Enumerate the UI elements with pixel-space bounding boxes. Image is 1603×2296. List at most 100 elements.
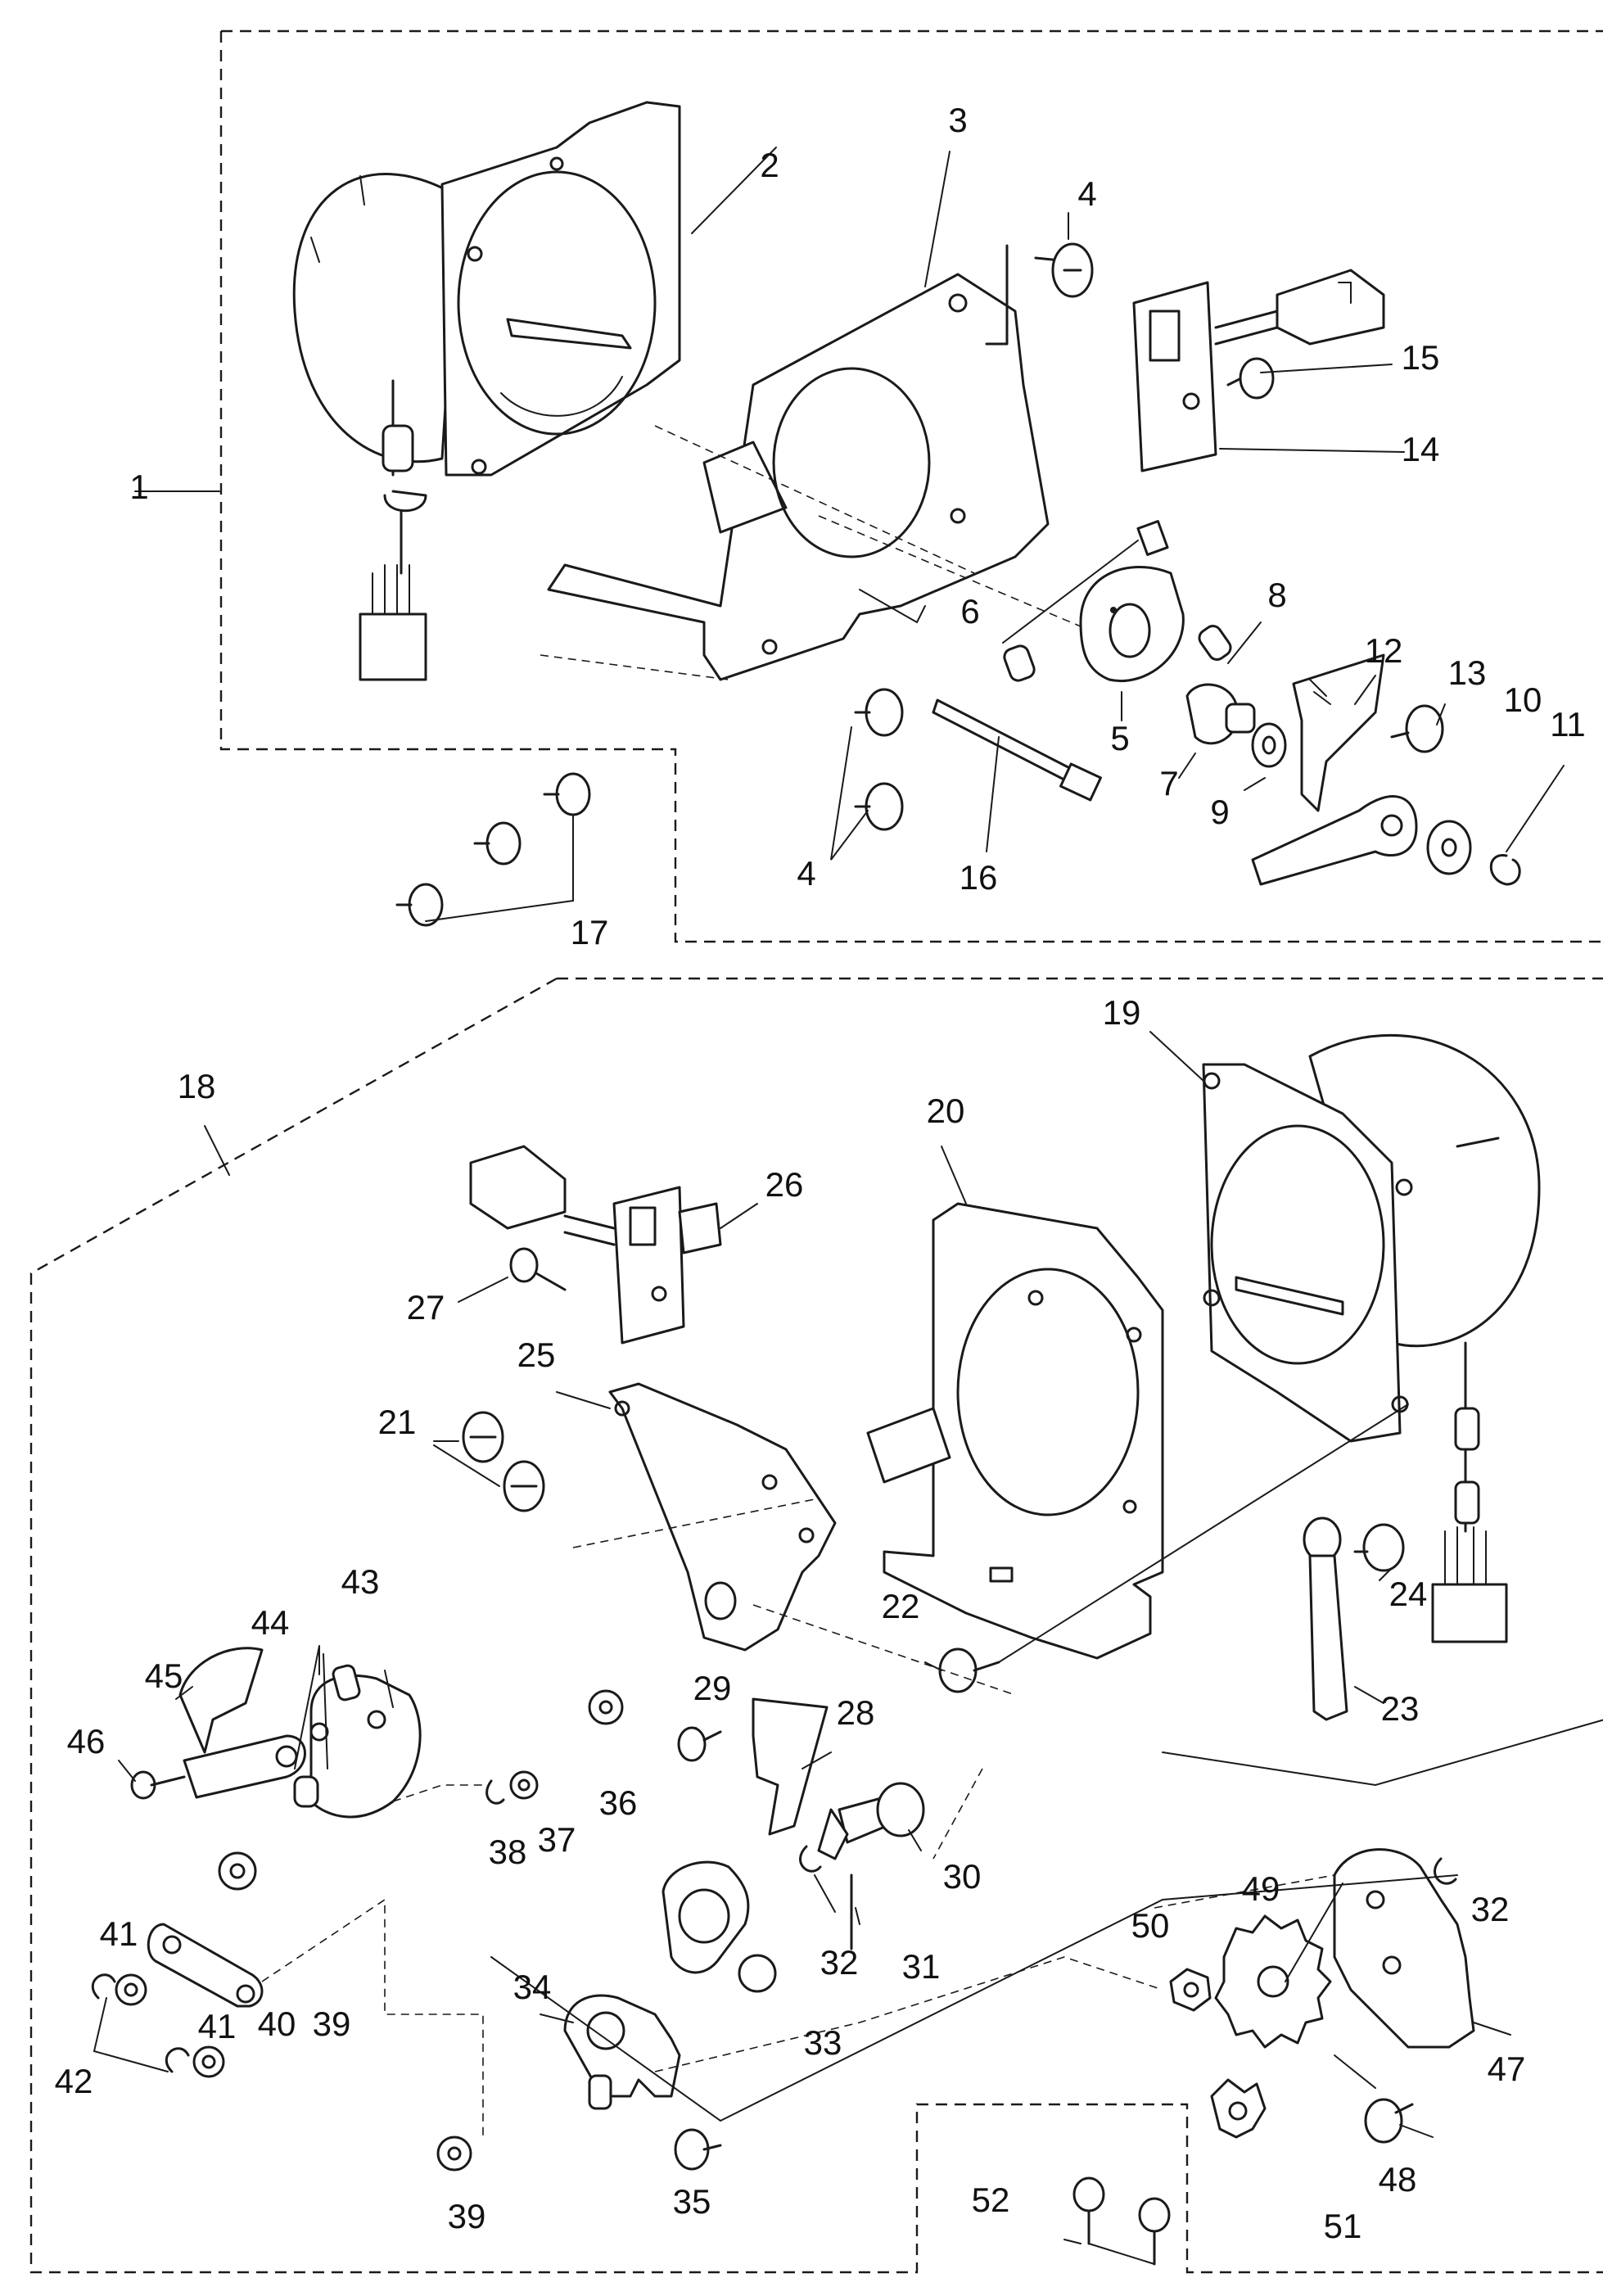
part-4-screws-pair (830, 688, 904, 861)
part-28-bracket (752, 1697, 829, 1836)
callout-42: 42 (55, 2062, 93, 2100)
part-6-setscrew (1002, 520, 1169, 682)
callout-47: 47 (1488, 2050, 1526, 2088)
part-17-screws (395, 772, 591, 927)
part-30-shaft (817, 1782, 925, 1860)
lever-arm (1251, 795, 1418, 886)
part-2-motor (292, 101, 681, 681)
callout-24: 24 (1389, 1575, 1428, 1613)
part-19-motor (1202, 1034, 1541, 1643)
part-40-link (147, 1923, 264, 2008)
callout-16: 16 (960, 858, 998, 897)
callout-27: 27 (407, 1288, 445, 1327)
part-21-screws (462, 1411, 545, 1512)
part-11-e-ring (1489, 765, 1565, 886)
callout-3: 3 (948, 101, 967, 139)
part-41-washer (115, 1973, 225, 2078)
callout-39-top: 39 (313, 2004, 351, 2043)
callout-36: 36 (599, 1783, 638, 1822)
part-26-sensor-board (469, 1145, 722, 1345)
part-13-screw (1390, 704, 1444, 753)
part-50-nut (1169, 1968, 1212, 2012)
part-49-gear (1214, 1914, 1332, 2049)
callout-39-bottom: 39 (448, 2197, 486, 2235)
part-4-screw-top (985, 242, 1094, 346)
part-27-screw (509, 1247, 567, 1291)
callout-43: 43 (341, 1562, 380, 1601)
part-38-e-ring (485, 1779, 505, 1805)
callout-2: 2 (760, 146, 779, 184)
callout-13: 13 (1448, 653, 1487, 692)
callout-1: 1 (129, 468, 148, 506)
callout-6: 6 (960, 592, 979, 630)
upper-leader-lines (134, 147, 1446, 852)
part-34-plate (563, 1994, 681, 2110)
callout-46: 46 (67, 1722, 106, 1760)
part-39-washer (218, 1851, 472, 2172)
callout-25: 25 (517, 1336, 556, 1374)
part-9-washer (1251, 722, 1287, 768)
callout-26: 26 (765, 1165, 804, 1204)
callout-22: 22 (882, 1587, 920, 1625)
part-7-hub (1185, 683, 1256, 745)
callout-11: 11 (1550, 705, 1586, 743)
callout-41-top: 41 (100, 1914, 138, 1953)
part-37-washer (509, 1770, 539, 1800)
part-47-housing (1285, 1848, 1475, 2049)
part-12-plate (1292, 653, 1385, 812)
part-5-cam (1079, 566, 1185, 682)
callout-51: 51 (1324, 2207, 1362, 2245)
callout-44: 44 (251, 1603, 290, 1642)
part-29-screw (677, 1726, 722, 1762)
callout-50: 50 (1131, 1906, 1170, 1945)
callout-28: 28 (837, 1693, 875, 1732)
part-32-e-ring (799, 1845, 1457, 1885)
part-14-sensor-board (1132, 269, 1385, 472)
callout-40: 40 (258, 2004, 296, 2043)
part-52-screws (1072, 2176, 1171, 2266)
callout-38: 38 (489, 1833, 527, 1871)
upper-assembly-boundary (219, 29, 1603, 943)
callout-12: 12 (1365, 631, 1403, 670)
part-10-washer (1426, 820, 1472, 875)
callout-33: 33 (804, 2023, 842, 2062)
callout-10: 10 (1504, 680, 1542, 719)
callout-41-bottom: 41 (198, 2007, 237, 2045)
callout-32-center: 32 (820, 1943, 859, 1982)
callout-49: 49 (1242, 1869, 1280, 1908)
callout-48: 48 (1379, 2160, 1417, 2199)
part-35-screw (674, 2128, 722, 2171)
callout-15: 15 (1402, 338, 1440, 377)
callout-35: 35 (673, 2182, 711, 2221)
callout-19: 19 (1103, 993, 1141, 1032)
part-3-bracket (547, 273, 1050, 681)
callout-4-top: 4 (1077, 174, 1096, 213)
callout-21: 21 (378, 1403, 417, 1441)
callout-17: 17 (571, 913, 609, 951)
callout-31: 31 (902, 1947, 941, 1986)
part-16-cable-tie (932, 698, 1102, 802)
callout-23: 23 (1381, 1689, 1420, 1728)
part-25-plate (608, 1382, 837, 1652)
part-33-cam-lever (662, 1860, 777, 1993)
callout-52: 52 (972, 2181, 1010, 2219)
callout-8: 8 (1267, 576, 1286, 614)
part-42-e-ring (91, 1973, 190, 2073)
callout-labels: 1 2 3 4 15 14 8 6 12 13 10 11 5 7 9 4 16… (55, 101, 1586, 2245)
callout-45: 45 (145, 1656, 183, 1695)
callout-5: 5 (1110, 719, 1129, 757)
part-36-washer (588, 1689, 624, 1725)
part-44-setscrew (293, 1653, 361, 1808)
part-46-screw (130, 1734, 306, 1800)
callout-32-right: 32 (1471, 1890, 1510, 1928)
part-15-screw (1226, 357, 1275, 400)
part-20-plate (866, 1202, 1164, 1660)
callout-7: 7 (1159, 764, 1178, 802)
part-22-screw (938, 1403, 1409, 1693)
callout-18: 18 (178, 1067, 216, 1105)
callout-9: 9 (1210, 793, 1229, 831)
part-48-screw (1364, 2098, 1414, 2144)
callout-30: 30 (943, 1857, 982, 1896)
callout-20: 20 (927, 1092, 965, 1130)
